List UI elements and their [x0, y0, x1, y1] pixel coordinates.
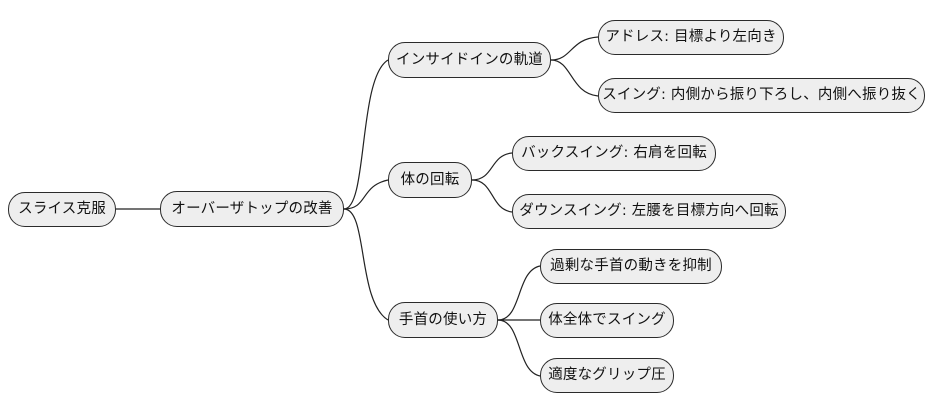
mindmap-node-branch2-leaf2[interactable]: ダウンスイング: 左腰を目標方向へ回転 — [512, 194, 786, 229]
mindmap-node-branch1-leaf1-label: アドレス: 目標より左向き — [605, 29, 777, 46]
edge-branch3-to-leaf3 — [497, 319, 541, 377]
mindmap-node-branch1-label: インサイドインの軌道 — [396, 51, 543, 68]
edge-branch2-to-leaf1 — [471, 152, 513, 181]
mindmap-node-root-label: スライス克服 — [18, 201, 106, 218]
mindmap-node-branch2-leaf1-label: バックスイング: 右肩を回転 — [521, 145, 707, 162]
mindmap-node-branch1-leaf2-label: スイング: 内側から振り下ろし、内側へ振り抜く — [602, 87, 921, 104]
edge-level1-to-branch2 — [343, 179, 389, 210]
mindmap-node-branch3-leaf1-label: 過剰な手首の動きを抑制 — [550, 258, 712, 275]
mindmap-node-branch2[interactable]: 体の回転 — [388, 162, 472, 198]
edge-branch3-to-leaf1 — [497, 265, 541, 321]
edge-level1-to-branch3 — [343, 208, 389, 321]
mindmap-node-root[interactable]: スライス克服 — [8, 192, 116, 227]
mindmap-node-branch3-leaf3-label: 適度なグリップ圧 — [548, 367, 666, 384]
edge-level1-to-branch1 — [343, 59, 389, 210]
mindmap-node-branch1-leaf1[interactable]: アドレス: 目標より左向き — [598, 20, 784, 55]
edge-branch1-to-leaf1 — [550, 36, 599, 61]
mindmap-node-branch1-leaf2[interactable]: スイング: 内側から振り下ろし、内側へ振り抜く — [598, 78, 925, 113]
mindmap-node-branch2-leaf2-label: ダウンスイング: 左腰を目標方向へ回転 — [519, 203, 779, 220]
mindmap-node-branch3-leaf1[interactable]: 過剰な手首の動きを抑制 — [540, 249, 722, 284]
mindmap-node-branch2-label: 体の回転 — [400, 171, 460, 188]
mindmap-node-branch3-leaf3[interactable]: 適度なグリップ圧 — [540, 358, 674, 393]
mindmap-node-branch2-leaf1[interactable]: バックスイング: 右肩を回転 — [512, 136, 716, 171]
mindmap-node-branch3-leaf2[interactable]: 体全体でスイング — [540, 303, 674, 338]
mindmap-node-level1-label: オーバーザトップの改善 — [171, 200, 333, 217]
edge-branch1-to-leaf2 — [550, 59, 599, 97]
mindmap-node-level1[interactable]: オーバーザトップの改善 — [160, 191, 344, 227]
mindmap-node-branch1[interactable]: インサイドインの軌道 — [388, 42, 551, 78]
mindmap-node-branch3-leaf2-label: 体全体でスイング — [548, 312, 666, 329]
mindmap-node-branch3[interactable]: 手首の使い方 — [388, 302, 498, 338]
edge-branch2-to-leaf2 — [471, 179, 513, 213]
mindmap-node-branch3-label: 手首の使い方 — [398, 311, 488, 328]
